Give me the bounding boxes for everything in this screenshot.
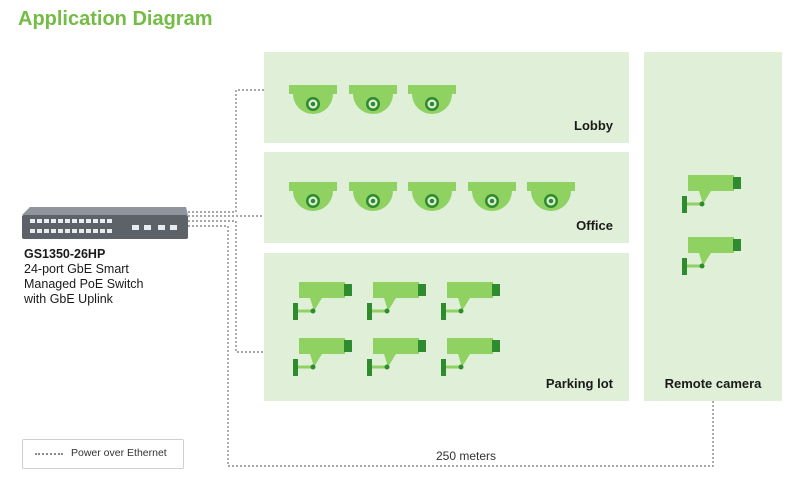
dome-camera-icon <box>468 182 516 211</box>
poe-line-swatch <box>35 453 63 455</box>
dome-camera-icon <box>408 182 456 211</box>
switch-description-line: Managed PoE Switch <box>24 277 144 291</box>
remote-camera-zone: Remote camera <box>644 52 782 401</box>
bullet-camera-icon <box>682 175 741 213</box>
bullet-camera-icon <box>682 237 741 275</box>
dome-camera-icon <box>289 182 337 211</box>
bullet-camera-icon <box>293 282 352 320</box>
switch-description-line: with GbE Uplink <box>24 292 113 306</box>
switch-description-line: 24-port GbE Smart <box>24 262 129 276</box>
dome-camera-icon <box>408 85 456 114</box>
office-label: Office <box>576 218 613 233</box>
switch-caption: GS1350-26HP 24-port GbE Smart Managed Po… <box>24 247 144 307</box>
parking-zone: Parking lot <box>264 253 629 401</box>
lobby-label: Lobby <box>574 118 613 133</box>
parking-label: Parking lot <box>545 376 613 391</box>
dome-camera-icon <box>349 182 397 211</box>
legend: Power over Ethernet <box>22 439 184 469</box>
diagram-title: Application Diagram <box>18 8 213 30</box>
bullet-camera-icon <box>293 338 352 376</box>
remote-camera-label: Remote camera <box>664 376 762 391</box>
distance-label: 250 meters <box>436 449 497 463</box>
bullet-camera-icon <box>441 338 500 376</box>
switch-icon <box>22 207 188 239</box>
legend-label: Power over Ethernet <box>71 447 167 459</box>
dome-camera-icon <box>349 85 397 114</box>
dome-camera-icon <box>289 85 337 114</box>
switch-model: GS1350-26HP <box>24 247 106 261</box>
bullet-camera-icon <box>441 282 500 320</box>
bullet-camera-icon <box>367 282 426 320</box>
bullet-camera-icon <box>367 338 426 376</box>
dome-camera-icon <box>527 182 575 211</box>
